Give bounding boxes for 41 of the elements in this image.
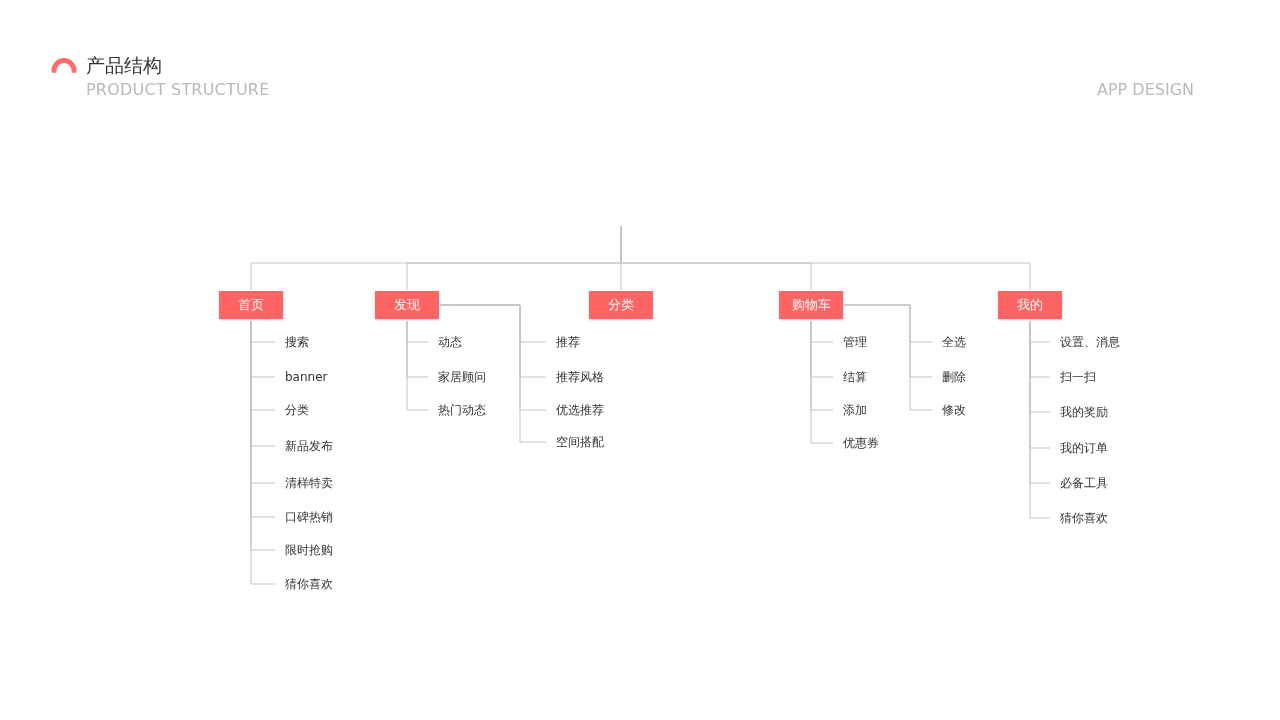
- menu-item: 新品发布: [285, 438, 333, 454]
- menu-item: 猜你喜欢: [285, 576, 333, 592]
- menu-item: 全选: [942, 334, 966, 350]
- menu-item: 结算: [843, 369, 867, 385]
- menu-item: 分类: [285, 402, 309, 418]
- menu-item: 设置、消息: [1060, 334, 1120, 350]
- menu-item: 限时抢购: [285, 542, 333, 558]
- menu-item: 必备工具: [1060, 475, 1108, 491]
- menu-item: 优选推荐: [556, 402, 604, 418]
- menu-item: 修改: [942, 402, 966, 418]
- connector-line: [810, 320, 834, 444]
- menu-item: banner: [285, 369, 328, 385]
- menu-item: 热门动态: [438, 402, 486, 418]
- menu-item: 猜你喜欢: [1060, 510, 1108, 526]
- subtitle: PRODUCT STRUCTURE: [86, 80, 270, 99]
- connector-line: [1029, 320, 1051, 519]
- menu-item: 清样特卖: [285, 475, 333, 491]
- title: 产品结构: [86, 53, 162, 77]
- menu-item: 口碑热销: [285, 509, 333, 525]
- menu-item: 搜索: [285, 334, 309, 350]
- menu-item: 删除: [942, 369, 966, 385]
- menu-item: 我的订单: [1060, 440, 1108, 456]
- menu-item: 管理: [843, 334, 867, 350]
- menu-item: 推荐: [556, 334, 580, 350]
- category-box: 首页: [219, 291, 283, 319]
- header-label: APP DESIGN: [1097, 80, 1194, 99]
- category-box: 分类: [589, 291, 653, 319]
- category-box: 发现: [375, 291, 439, 319]
- connector-line: [843, 304, 933, 411]
- menu-item: 推荐风格: [556, 369, 604, 385]
- menu-item: 添加: [843, 402, 867, 418]
- menu-item: 动态: [438, 334, 462, 350]
- menu-item: 扫一扫: [1060, 369, 1096, 385]
- connector-line: [439, 304, 547, 443]
- connector-line: [406, 320, 429, 411]
- category-box: 购物车: [779, 291, 843, 319]
- menu-item: 空间搭配: [556, 434, 604, 450]
- menu-item: 家居顾问: [438, 369, 486, 385]
- menu-item: 优惠券: [843, 435, 879, 451]
- menu-item: 我的奖励: [1060, 404, 1108, 420]
- category-box: 我的: [998, 291, 1062, 319]
